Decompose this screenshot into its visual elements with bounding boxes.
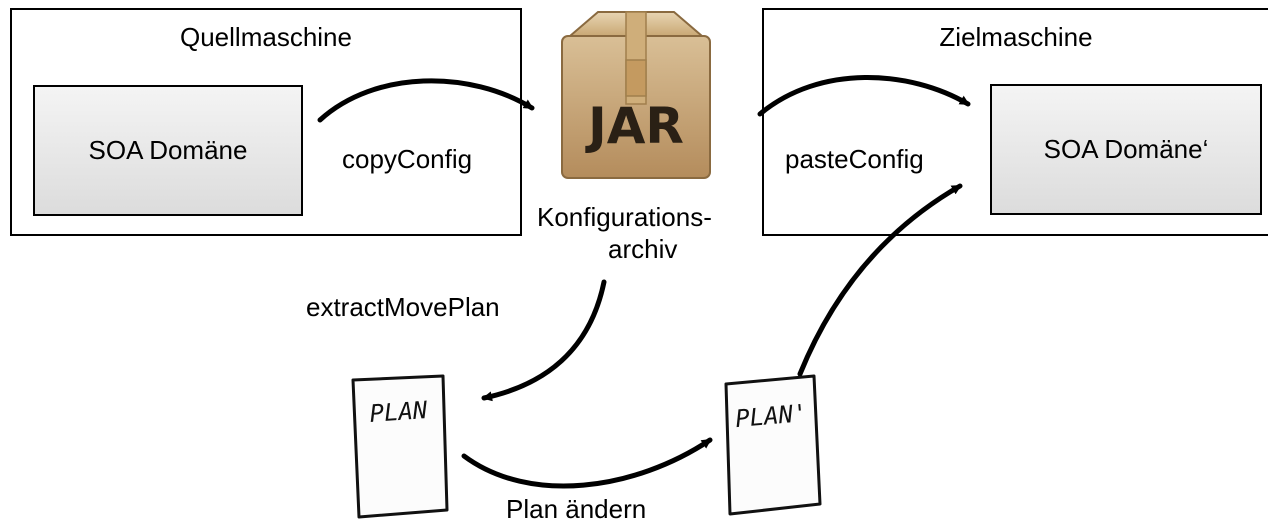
source-machine: Quellmaschine SOA Domäne: [10, 8, 522, 236]
jar-archive-icon: JAR: [561, 11, 711, 179]
target-domain-label: SOA Domäne‘: [1043, 134, 1209, 164]
source-domain-box: SOA Domäne: [33, 85, 303, 216]
source-machine-title: Quellmaschine: [180, 22, 352, 52]
plan-sheet-icon: PLAN: [351, 374, 449, 519]
apply-plan-arrow: [797, 183, 963, 377]
target-machine: Zielmaschine SOA Domäne‘: [762, 8, 1268, 236]
target-machine-title: Zielmaschine: [939, 22, 1093, 52]
modified-plan-text: PLAN': [734, 399, 808, 433]
modified-plan-sheet-icon: PLAN': [724, 374, 822, 516]
copy-config-arrow: [317, 78, 535, 123]
modified-plan-sheet: [724, 374, 822, 516]
jar-box-tape-end: [625, 59, 647, 97]
modify-plan-arrow: [461, 437, 713, 489]
jar-box-text: JAR: [585, 97, 684, 155]
plan-sheet: [351, 374, 449, 519]
modify-plan-label: Plan ändern: [506, 494, 647, 524]
source-domain-label: SOA Domäne: [88, 135, 248, 165]
archive-label-line2: archiv: [608, 234, 678, 264]
archive-label-line1: Konfigurations-: [537, 202, 712, 232]
plan-text: PLAN: [369, 396, 429, 428]
target-domain-box: SOA Domäne‘: [990, 84, 1262, 215]
copy-config-label: copyConfig: [342, 144, 473, 174]
extract-move-plan-arrow: [481, 279, 607, 402]
paste-config-label: pasteConfig: [785, 144, 924, 174]
extract-move-plan-label: extractMovePlan: [306, 292, 500, 322]
paste-config-arrow: [757, 75, 971, 117]
